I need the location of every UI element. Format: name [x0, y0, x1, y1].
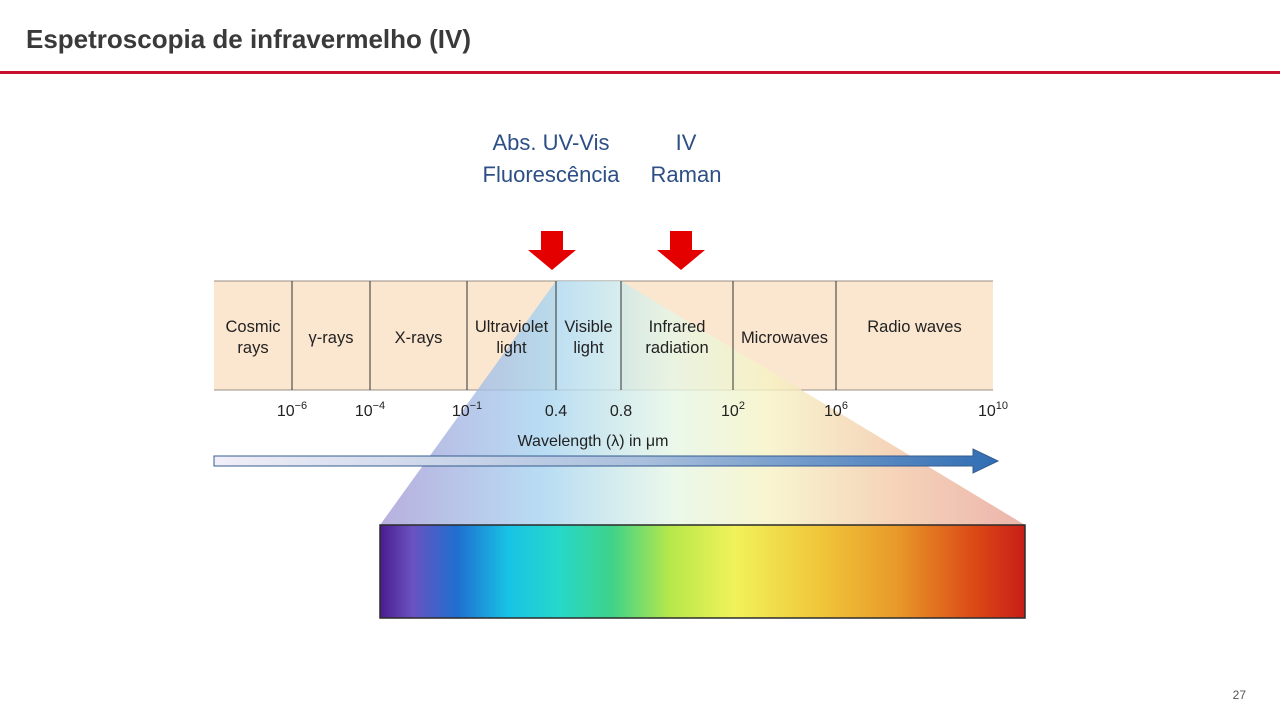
- tick-base: 10: [978, 403, 996, 420]
- region-label-line: γ-rays: [309, 329, 354, 347]
- tick-base: 10: [277, 403, 295, 420]
- tick-base: 0.8: [610, 403, 632, 420]
- red-down-arrow-icon: [528, 231, 576, 270]
- region-label-line: light: [496, 339, 527, 357]
- tick-label: 106: [824, 400, 848, 420]
- tick-label: 10−1: [452, 400, 482, 420]
- region-label-line: X-rays: [395, 329, 443, 347]
- region-label: Visible light: [564, 318, 612, 357]
- method-line: Raman: [650, 162, 722, 187]
- method-line: IV: [675, 130, 697, 155]
- method-line: Fluorescência: [482, 162, 620, 187]
- tick-label: 1010: [978, 400, 1008, 420]
- tick-base: 10: [824, 403, 842, 420]
- red-down-arrow-icon: [657, 231, 705, 270]
- tick-label: 10−6: [277, 400, 307, 420]
- region-band: [292, 281, 370, 390]
- slide-title: Espetroscopia de infravermelho (IV): [26, 24, 472, 54]
- region-band: [370, 281, 467, 390]
- tick-base: 10: [452, 403, 470, 420]
- tick-base: 10: [355, 403, 373, 420]
- tick-exponent: 6: [842, 400, 848, 412]
- color-spectrum-bar: [379, 524, 1026, 619]
- region-label-line: Cosmic: [225, 318, 280, 336]
- tick-label: 102: [721, 400, 745, 420]
- region-label-line: radiation: [645, 339, 708, 357]
- method-label-ir-raman: IV Raman: [636, 127, 736, 191]
- tick-label: 0.8: [610, 403, 632, 420]
- region-label: Radio waves: [867, 318, 961, 336]
- title-divider: [0, 71, 1280, 74]
- region-label-line: Infrared: [649, 318, 706, 336]
- tick-exponent: 2: [739, 400, 745, 412]
- region-band: [836, 281, 993, 390]
- region-label: Ultraviolet light: [475, 318, 549, 357]
- region-label-line: Visible: [564, 318, 612, 336]
- region-label: Microwaves: [741, 329, 828, 347]
- tick-label: 0.4: [545, 403, 567, 420]
- region-label: Infrared radiation: [645, 318, 708, 357]
- wavelength-arrow: [213, 448, 1000, 474]
- method-arrows: [528, 231, 705, 270]
- page-number: 27: [1232, 688, 1246, 702]
- region-label-line: rays: [237, 339, 268, 357]
- method-line: Abs. UV-Vis: [492, 130, 610, 155]
- tick-base: 10: [721, 403, 739, 420]
- region-label: γ-rays: [309, 329, 354, 347]
- region-label-line: Radio waves: [867, 318, 961, 336]
- region-dividers: [291, 281, 837, 390]
- tick-exponent: 10: [996, 400, 1008, 412]
- region-label-line: Microwaves: [741, 329, 828, 347]
- tick-exponent: −1: [470, 400, 483, 412]
- region-label: X-rays: [395, 329, 443, 347]
- tick-exponent: −4: [373, 400, 386, 412]
- tick-exponent: −6: [295, 400, 308, 412]
- region-band: [214, 281, 292, 390]
- region-label-line: Ultraviolet: [475, 318, 549, 336]
- method-label-uv-vis: Abs. UV-Vis Fluorescência: [468, 127, 634, 191]
- tick-label: 10−4: [355, 400, 385, 420]
- region-label-line: light: [573, 339, 604, 357]
- axis-label: Wavelength (λ) in μm: [518, 433, 669, 450]
- region-label: Cosmic rays: [225, 318, 280, 357]
- tick-base: 0.4: [545, 403, 567, 420]
